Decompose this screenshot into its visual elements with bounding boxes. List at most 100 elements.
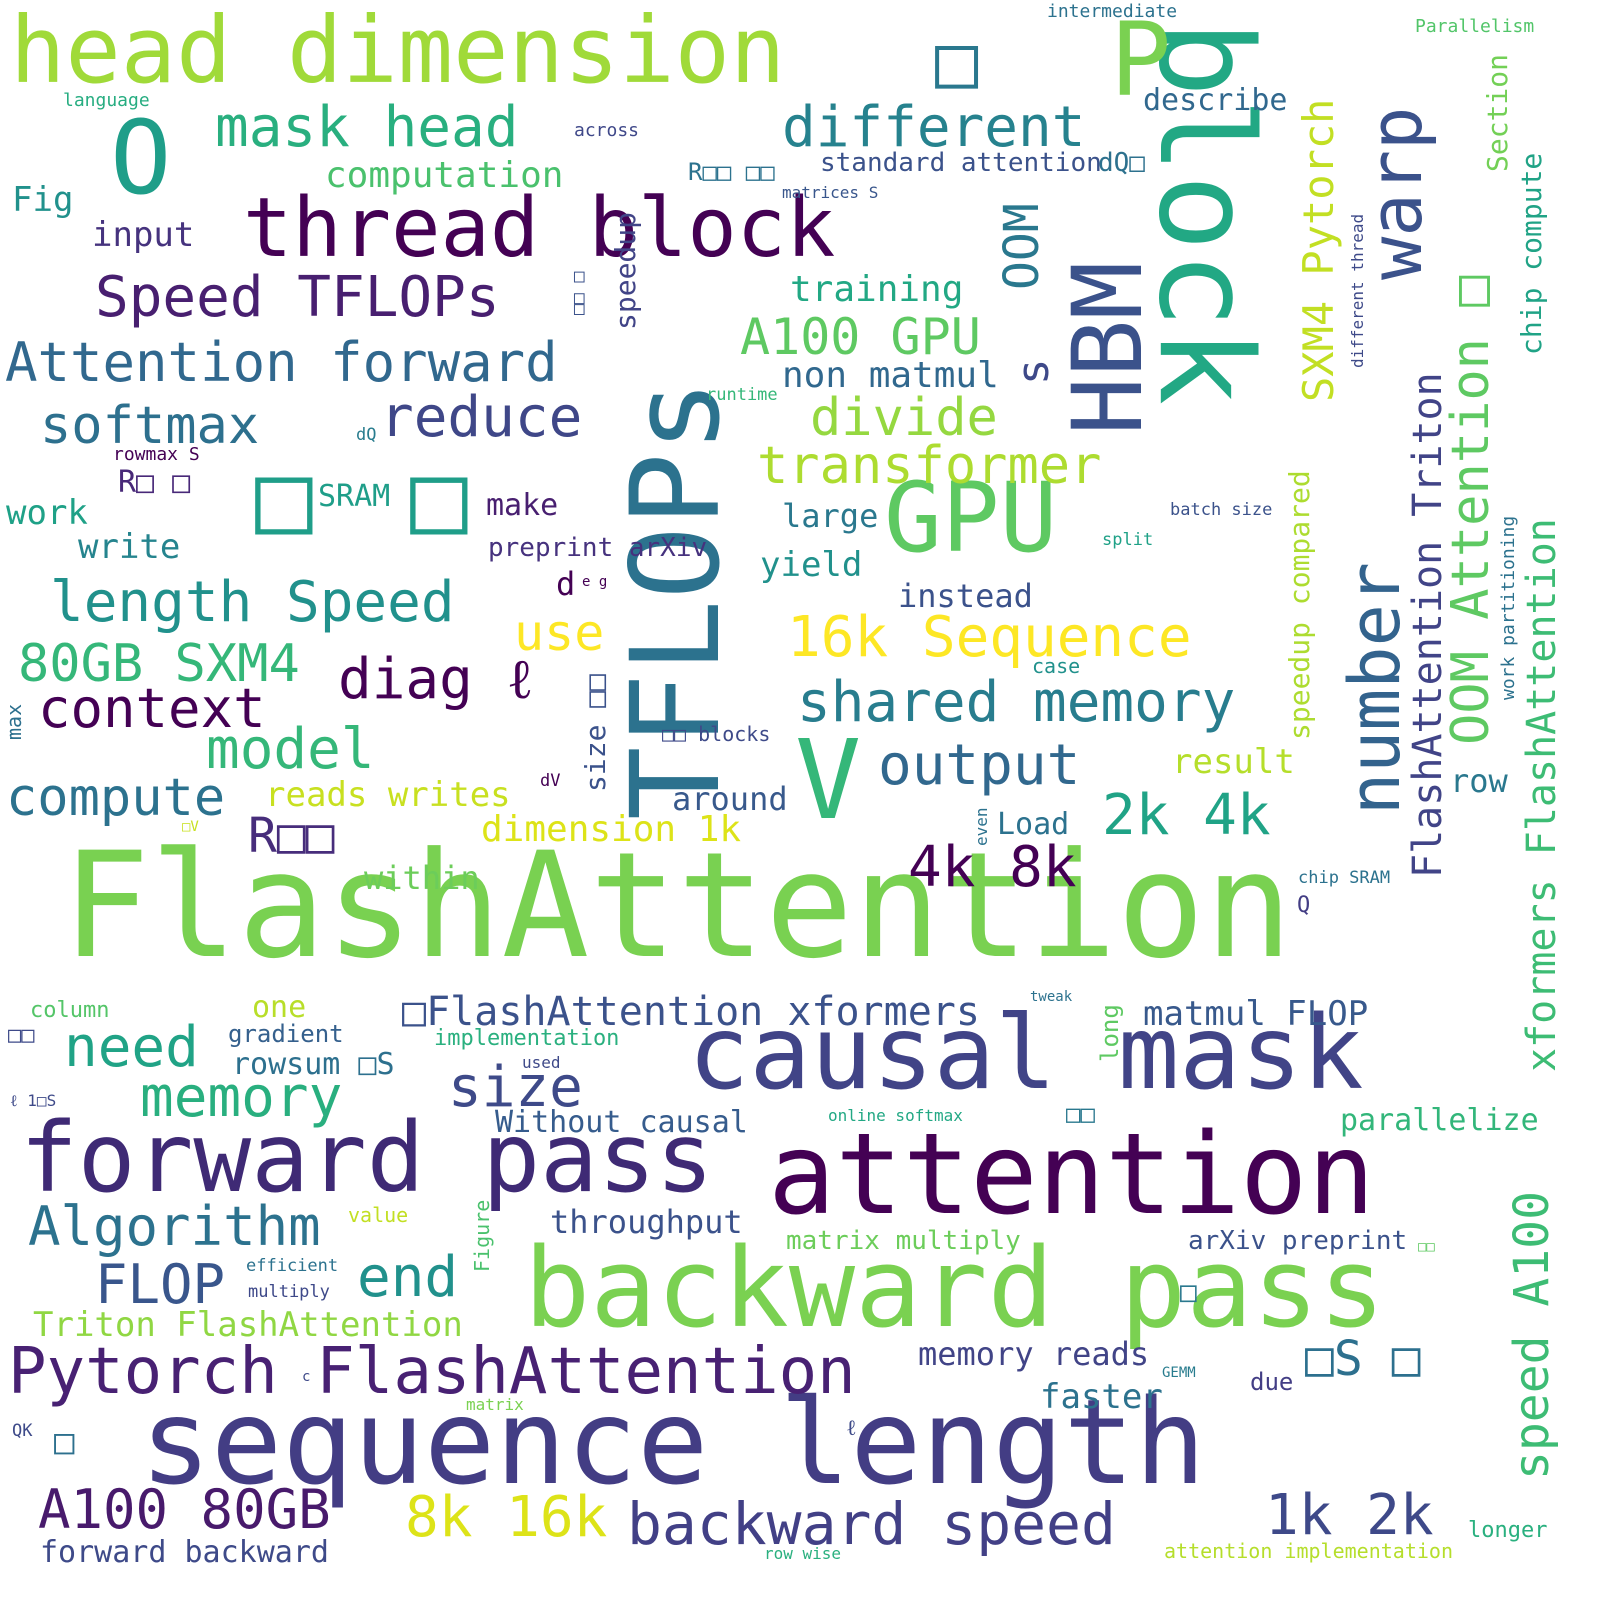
word-box-small-2: □ xyxy=(54,1422,75,1462)
word-speedup: speedup xyxy=(609,211,642,330)
word-boxes-1: □□ xyxy=(1066,1100,1095,1128)
word-r-boxes: R□□ xyxy=(248,808,335,864)
word-use: use xyxy=(514,604,605,662)
word-within: within xyxy=(364,859,480,897)
word-box-1: □ xyxy=(255,442,313,554)
word-reads-writes: reads writes xyxy=(265,775,511,815)
word-instead: instead xyxy=(898,577,1033,615)
word-rowmax-s: rowmax S xyxy=(113,444,200,465)
word-compute: compute xyxy=(6,768,226,828)
word-c: c xyxy=(302,1369,311,1385)
word-number: number xyxy=(1334,562,1416,815)
word-sram: SRAM xyxy=(318,479,391,514)
word-warp: warp xyxy=(1354,106,1438,280)
word-gpu: GPU xyxy=(884,462,1058,574)
word-longer: longer xyxy=(1468,1518,1548,1543)
word-flop: FLOP xyxy=(95,1253,226,1316)
word-non-matmul: non matmul xyxy=(782,355,999,396)
word-boxes-2: □□ xyxy=(8,1023,35,1048)
word-sequence-length: sequence length xyxy=(140,1373,1206,1511)
word-dq: dQ xyxy=(356,425,377,445)
word-a100-80gb: A100 80GB xyxy=(38,1478,331,1541)
word-triton-flashattention: Triton FlashAttention xyxy=(33,1305,463,1345)
word-matrix-multiply: matrix multiply xyxy=(786,1226,1021,1256)
word-tweak: tweak xyxy=(1030,989,1073,1005)
word-section: Section xyxy=(1481,53,1514,172)
word-l: ℓ xyxy=(846,1416,857,1441)
word-algorithm: Algorithm xyxy=(28,1195,321,1258)
word-box-box-box-vertical: □□ □ xyxy=(568,271,589,315)
word-delta-s-box: □S □ xyxy=(1305,1331,1421,1387)
word-shared-memory: shared memory xyxy=(797,670,1236,735)
word-around: around xyxy=(672,780,788,818)
word-chip-compute: chip compute xyxy=(1515,152,1548,355)
word-end: end xyxy=(357,1245,459,1310)
word-softmax: softmax xyxy=(40,396,260,456)
word-load: Load xyxy=(997,807,1070,842)
word-training: training xyxy=(790,269,964,310)
word-matrices-s: matrices S xyxy=(782,183,879,202)
word-sxm4-pytorch: SXM4 Pytorch xyxy=(1294,98,1343,402)
word-memory-reads: memory reads xyxy=(918,1335,1150,1373)
word-flashattention-xformers: □FlashAttention xformers xyxy=(402,989,980,1035)
word-80gb-sxm4: 80GB SXM4 xyxy=(18,634,300,694)
word-thread-block: thread block xyxy=(243,181,836,276)
word-8k-16k: 8k 16k xyxy=(405,1485,608,1550)
word-row-wise: row wise xyxy=(764,1544,842,1563)
word-speed-a100: speed A100 xyxy=(1504,1191,1560,1480)
word-flashattention: FlashAttention xyxy=(62,821,1293,991)
word-boxes-3: □□ xyxy=(1418,1239,1435,1255)
word-memory: memory xyxy=(140,1065,343,1130)
word-multiply: multiply xyxy=(248,1282,330,1302)
word-context: context xyxy=(38,677,266,740)
word-model: model xyxy=(206,717,375,782)
word-forward-backward: forward backward xyxy=(40,1535,329,1570)
word-matmul-flop: matmul FLOP xyxy=(1143,994,1369,1034)
word-dimension-1k: dimension 1k xyxy=(481,809,742,850)
word-split: split xyxy=(1102,530,1154,550)
word-speedup-compared: speedup compared xyxy=(1283,470,1316,740)
word-q: Q xyxy=(1297,893,1311,918)
word-attention-forward: Attention forward xyxy=(5,331,558,394)
word-different-thread: different thread xyxy=(1348,213,1367,368)
word-used: used xyxy=(522,1053,561,1072)
word-p: P xyxy=(1110,1,1172,120)
word-divide: divide xyxy=(810,388,998,448)
word-input: input xyxy=(92,215,195,255)
word-parallelize: parallelize xyxy=(1340,1103,1539,1138)
word-chip-sram: chip SRAM xyxy=(1298,868,1391,888)
word-e-g: e g xyxy=(582,574,608,590)
word-causal-mask: causal mask xyxy=(688,994,1364,1113)
word-r-box-box: R□ □ xyxy=(118,465,191,500)
word-2k-4k: 2k 4k xyxy=(1102,783,1271,848)
word-v: V xyxy=(795,716,862,844)
word-o: O xyxy=(110,99,172,218)
word-runtime: runtime xyxy=(706,385,778,405)
word-output: output xyxy=(878,733,1081,798)
word-backward-pass: backward pass xyxy=(524,1224,1385,1352)
word-column: column xyxy=(30,998,110,1023)
word-flashattention-triton: FlashAttention Triton xyxy=(1405,372,1451,878)
word-different: different xyxy=(782,95,1086,160)
word-need: need xyxy=(64,1015,199,1080)
word-one: one xyxy=(252,990,307,1025)
word-gradient: gradient xyxy=(228,1020,344,1048)
word-work-partitioning: work partitioning xyxy=(1498,515,1519,700)
word-qk: QK xyxy=(12,1421,33,1441)
word-box-v: □V xyxy=(182,819,199,835)
word-make: make xyxy=(486,488,559,523)
word-even: even xyxy=(972,807,991,846)
word-4k-8k: 4k 8k xyxy=(908,835,1077,900)
word-without-causal: Without causal xyxy=(495,1105,748,1140)
word-forward-pass: forward pass xyxy=(20,1102,714,1214)
word-case: case xyxy=(1032,654,1081,678)
word-d: d xyxy=(556,565,576,603)
word-parallelism: Parallelism xyxy=(1415,16,1535,37)
word-1k-2k: 1k 2k xyxy=(1265,1483,1434,1548)
word-result: result xyxy=(1172,742,1295,782)
word-oom-attention: OOM Attention □ xyxy=(1441,275,1501,745)
word-size: size xyxy=(448,1055,583,1120)
word-row: row xyxy=(1450,762,1508,800)
word-tflops: TFLOPs xyxy=(605,379,747,820)
word-intermediate: intermediate xyxy=(1047,1,1178,22)
